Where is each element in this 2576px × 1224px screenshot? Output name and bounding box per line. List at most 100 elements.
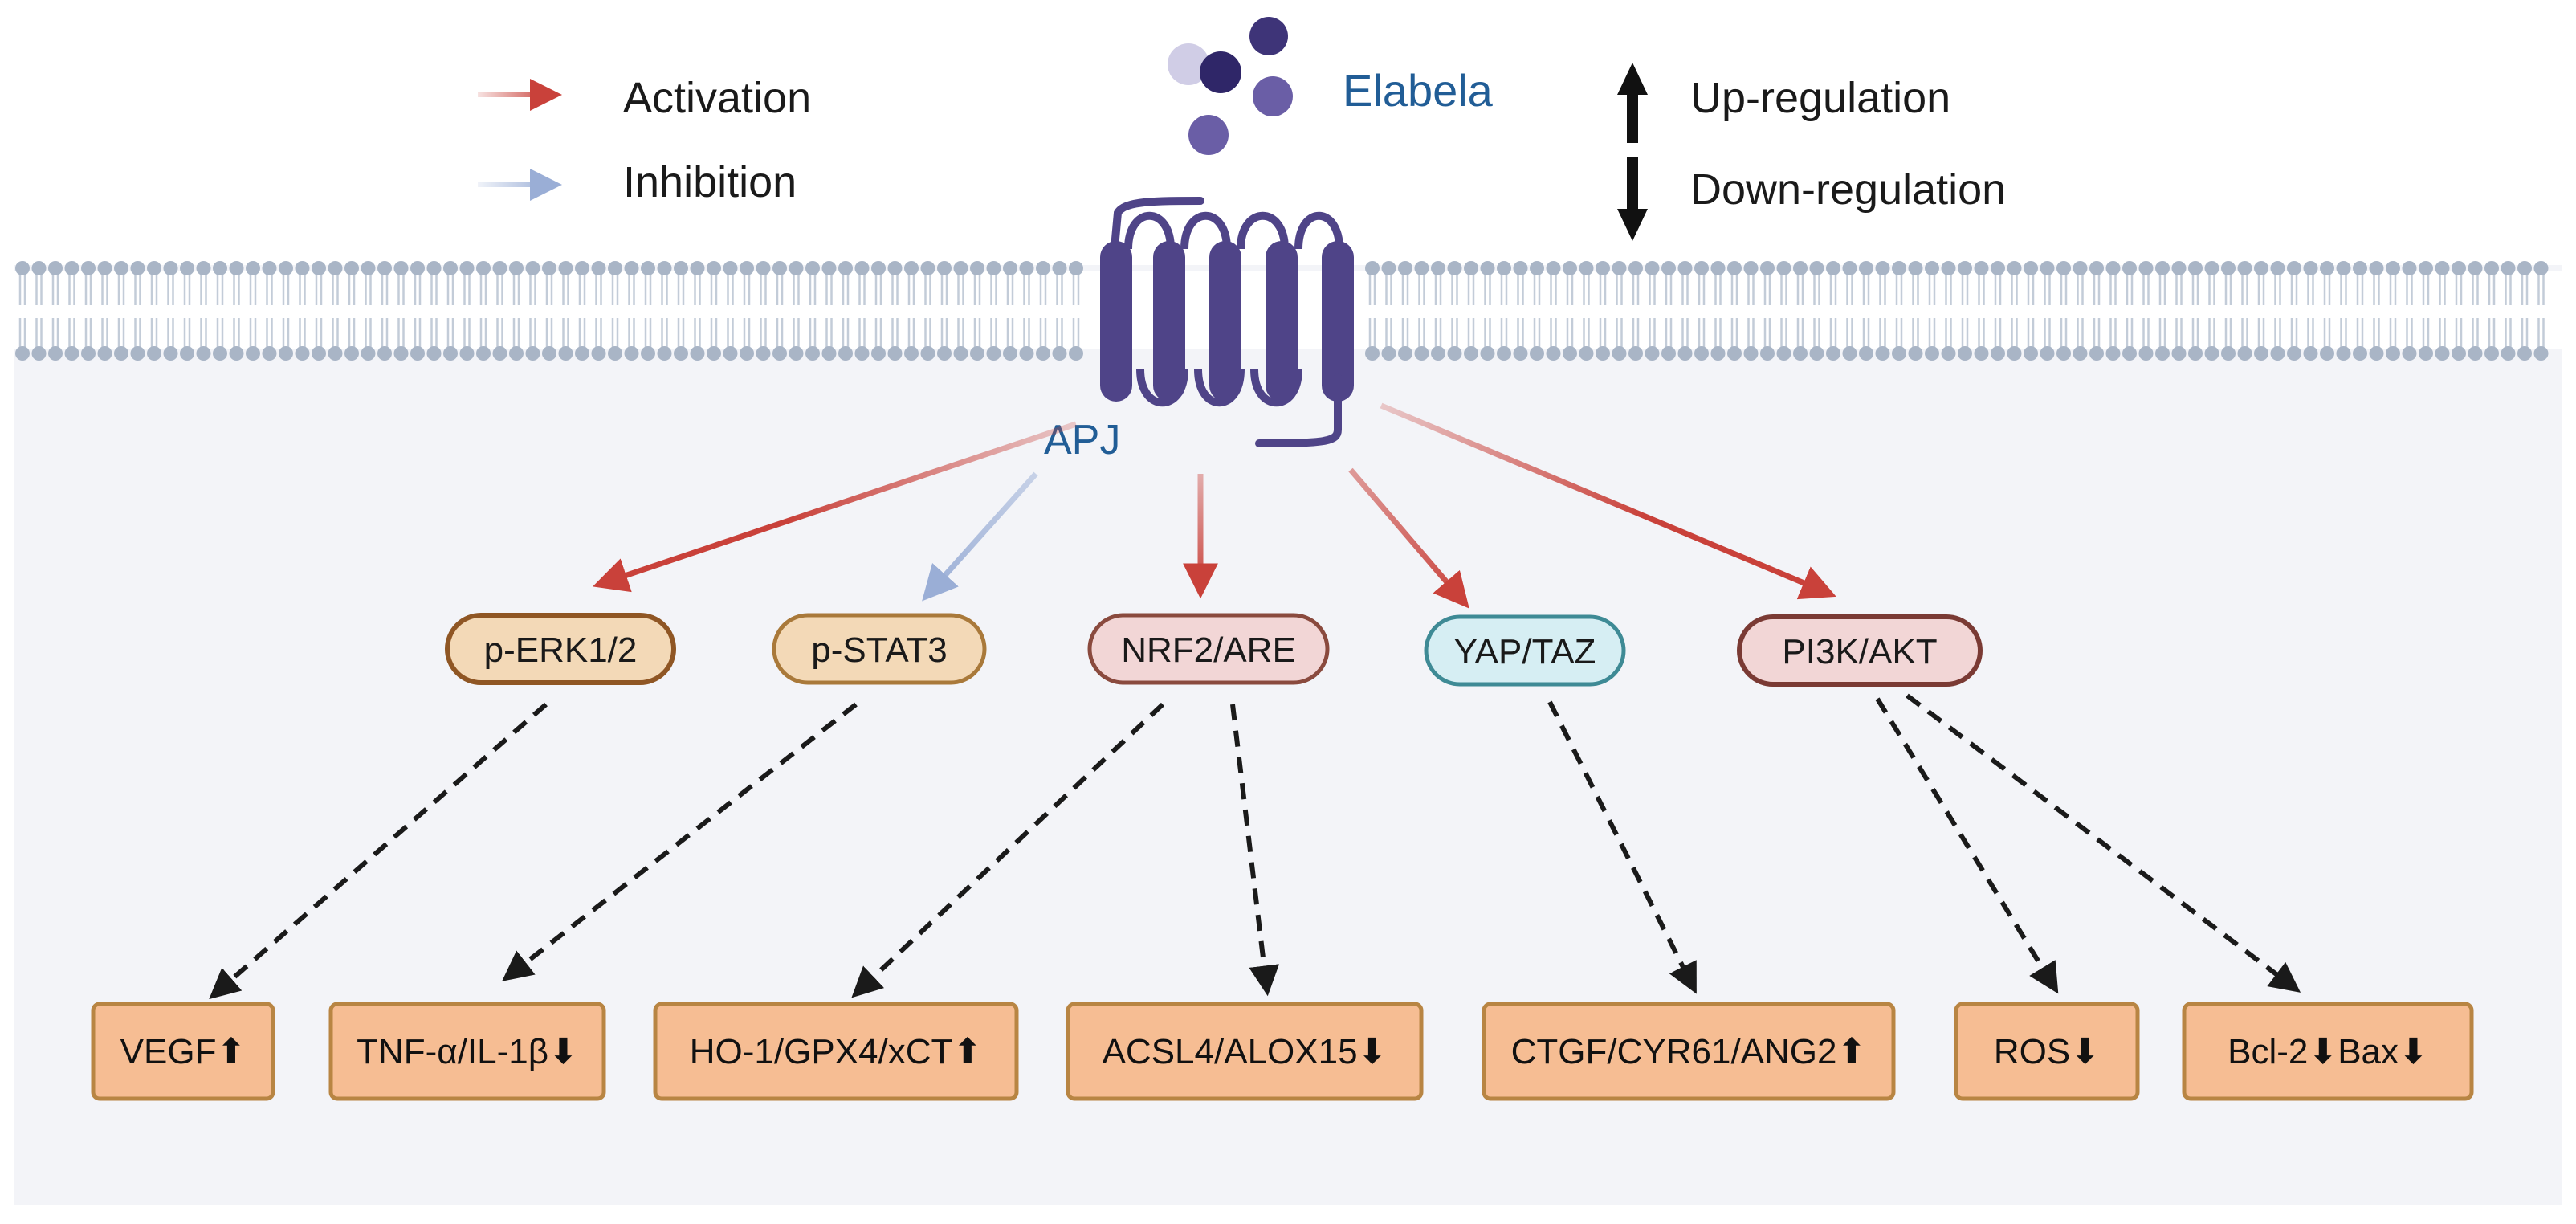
lipid-head xyxy=(443,261,458,275)
lipid-head xyxy=(657,346,672,361)
lipid-head xyxy=(608,346,622,361)
lipid-head xyxy=(608,261,622,275)
lipid-head xyxy=(1645,261,1660,275)
lipid-head xyxy=(953,346,968,361)
lipid-head xyxy=(2254,261,2268,275)
lipid-head xyxy=(246,346,260,361)
lipid-head xyxy=(328,261,343,275)
lipid-head xyxy=(641,346,655,361)
lipid-head xyxy=(2024,346,2038,361)
lipid-head xyxy=(1036,261,1050,275)
lipid-head xyxy=(1974,346,1989,361)
outcome-boxes: VEGF⬆ TNF-α/IL-1β⬇ HO-1/GPX4/xCT⬆ ACSL4/… xyxy=(91,1002,2474,1101)
elabela-ligand: Elabela xyxy=(1168,17,1494,155)
lipid-head xyxy=(542,346,556,361)
lipid-head xyxy=(1546,261,1561,275)
lipid-head xyxy=(805,261,820,275)
lipid-head xyxy=(1381,346,1396,361)
lipid-head xyxy=(1414,346,1429,361)
outcome-box-bcl2 xyxy=(2182,1002,2474,1101)
outcome-box-ho1 xyxy=(653,1002,1019,1101)
lipid-head xyxy=(1596,261,1610,275)
lipid-head xyxy=(147,346,161,361)
lipid-head xyxy=(756,261,771,275)
lipid-head xyxy=(163,261,178,275)
lipid-head xyxy=(2056,346,2071,361)
lipid-head xyxy=(64,346,79,361)
arrow-apj-to-pi3k xyxy=(1380,402,1836,600)
lipid-head xyxy=(2517,261,2532,275)
lipid-head xyxy=(1497,261,1511,275)
lipid-head xyxy=(2270,261,2285,275)
lipid-head xyxy=(114,346,128,361)
ligand-molecule xyxy=(1253,76,1293,116)
lipid-head xyxy=(575,261,589,275)
lipid-head xyxy=(2369,346,2384,361)
lipid-head xyxy=(196,346,211,361)
legend-up-arrow-icon xyxy=(1617,63,1648,143)
lipid-head xyxy=(2171,346,2187,361)
lipid-head xyxy=(2336,261,2351,275)
lipid-head xyxy=(1710,261,1726,275)
lipid-head xyxy=(114,261,128,275)
lipid-head xyxy=(2386,261,2400,275)
lipid-head xyxy=(81,261,96,275)
lipid-head xyxy=(1480,346,1495,361)
lipid-head xyxy=(789,346,804,361)
lipid-head xyxy=(130,261,145,275)
lipid-head xyxy=(2204,346,2219,361)
pathway-node-yap xyxy=(1424,614,1626,687)
outcome-box-acsl4 xyxy=(1066,1002,1424,1101)
lipid-head xyxy=(97,261,112,275)
lipid-head xyxy=(887,261,903,275)
lipid-head xyxy=(1563,346,1577,361)
lipid-head xyxy=(196,261,211,275)
lipid-head xyxy=(31,346,47,361)
lipid-head xyxy=(2254,346,2268,361)
lipid-head xyxy=(262,346,277,361)
lipid-head xyxy=(2353,261,2367,275)
lipid-head xyxy=(1019,346,1034,361)
lipid-head xyxy=(163,346,178,361)
lipid-head xyxy=(410,346,425,361)
lipid-head xyxy=(2138,346,2154,361)
lipid-head xyxy=(328,346,343,361)
lipid-head xyxy=(2287,261,2301,275)
lipid-head xyxy=(2237,346,2252,361)
lipid-head xyxy=(1431,346,1445,361)
lipid-head xyxy=(509,261,524,275)
lipid-head xyxy=(2533,261,2549,275)
lipid-head xyxy=(2270,346,2285,361)
lipid-head xyxy=(1941,346,1956,361)
lipid-head xyxy=(871,346,886,361)
transmembrane-helix xyxy=(1100,241,1132,402)
lipid-head xyxy=(2468,261,2483,275)
lipid-head xyxy=(937,346,952,361)
lipid-head xyxy=(1892,261,1906,275)
lipid-head xyxy=(1612,346,1627,361)
legend-inhibition-arrowhead xyxy=(530,169,562,201)
lipid-head xyxy=(361,261,376,275)
lipid-head xyxy=(213,261,227,275)
lipid-head xyxy=(953,261,968,275)
lipid-head xyxy=(2155,346,2170,361)
lipid-head xyxy=(558,261,573,275)
lipid-head xyxy=(2320,261,2334,275)
lipid-head xyxy=(1776,261,1791,275)
lipid-head xyxy=(1365,346,1380,361)
lipid-head xyxy=(1974,261,1989,275)
lipid-head xyxy=(591,261,606,275)
lipid-head xyxy=(2007,346,2022,361)
lipid-head xyxy=(986,346,1001,361)
lipid-head xyxy=(525,261,540,275)
dashed-arrow-nrf2-to-acsl4 xyxy=(1230,704,1280,997)
lipid-head xyxy=(2007,261,2022,275)
lipid-head xyxy=(1563,261,1577,275)
lipid-head xyxy=(2155,261,2170,275)
lipid-head xyxy=(690,346,705,361)
lipid-head xyxy=(262,261,277,275)
pathway-label-pi3k: PI3K/AKT xyxy=(1782,632,1937,671)
lipid-head xyxy=(1497,346,1511,361)
lipid-head xyxy=(1513,346,1528,361)
